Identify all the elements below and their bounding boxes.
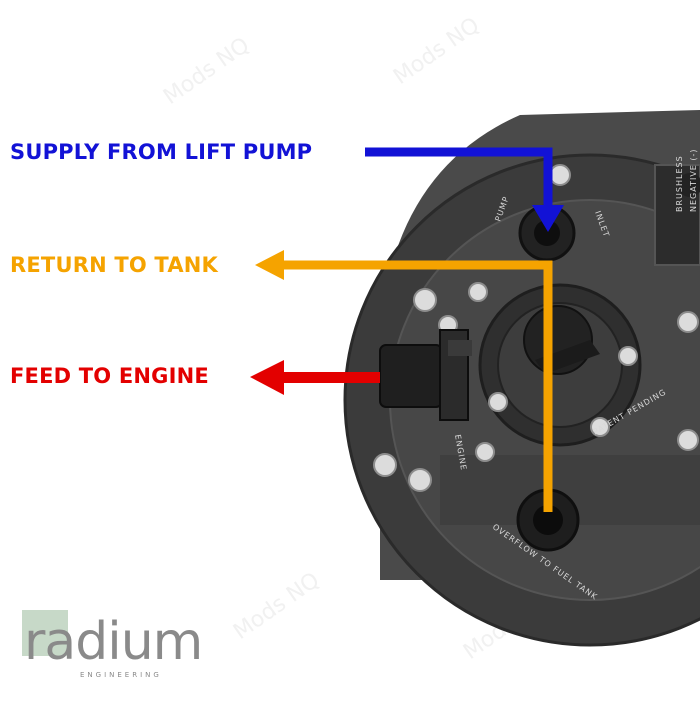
feed-to-engine-label: FEED TO ENGINE <box>10 364 209 388</box>
watermark-text: Mods NQ <box>159 33 254 110</box>
housing-bolts <box>373 164 699 492</box>
engine-fitting <box>379 329 472 421</box>
logo-square-icon <box>22 610 68 656</box>
radium-logo: radium ENGINEERING <box>22 610 222 690</box>
watermark-text: Mods NQ <box>389 13 484 90</box>
feed-arrow <box>250 360 380 395</box>
inlet-port <box>518 204 576 262</box>
return-arrow <box>255 250 553 512</box>
negative-text: NEGATIVE (-) <box>689 148 698 212</box>
brand-name: radium <box>24 612 203 672</box>
supply-arrow <box>365 147 564 232</box>
return-to-tank-label: RETURN TO TANK <box>10 253 219 277</box>
brushless-text: BRUSHLESS <box>675 155 684 212</box>
bolt <box>373 164 699 492</box>
supply-from-lift-pump-label: SUPPLY FROM LIFT PUMP <box>10 140 313 164</box>
brand-tagline: ENGINEERING <box>80 671 162 679</box>
watermark-text: Mods NQ <box>229 568 324 645</box>
